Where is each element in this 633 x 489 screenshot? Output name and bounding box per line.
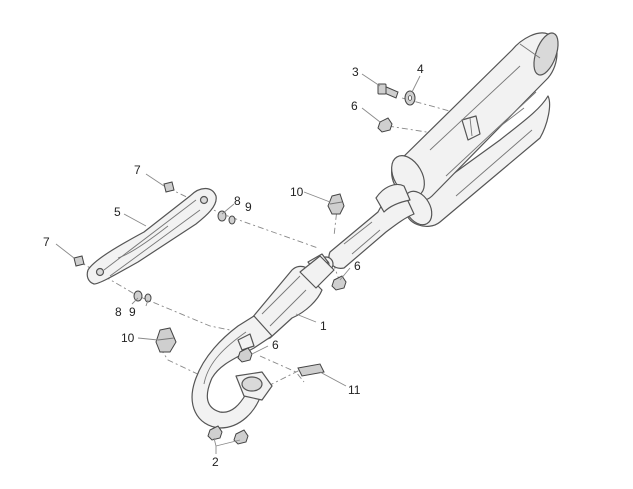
- callout-10-upper: 10: [290, 185, 304, 199]
- callout-10-lower: 10: [121, 331, 135, 345]
- callout-1: 1: [320, 319, 327, 333]
- leader-lines: [55, 73, 421, 454]
- gasket: [297, 363, 325, 377]
- rubber-mount-lower: [155, 327, 177, 353]
- heat-shield: [86, 187, 217, 285]
- callout-8-upper: 8: [234, 194, 241, 208]
- nut-middle: [331, 275, 347, 291]
- bolt: [377, 83, 399, 99]
- washer-4: [404, 90, 416, 106]
- callouts: 3 4 6 7 10 8 9 5 7 6 8 9 1 10 6 11 2: [43, 62, 424, 469]
- nut-lower: [237, 347, 253, 363]
- flange-nut-left: [207, 425, 223, 441]
- y-collector: [307, 183, 415, 272]
- silencer: [391, 32, 559, 227]
- callout-9-lower: 9: [129, 305, 136, 319]
- washer-8-lower: [133, 290, 143, 302]
- washer-9-lower: [144, 293, 152, 303]
- header-pipe: [191, 315, 273, 429]
- flange-nut-right: [233, 429, 249, 445]
- callout-9-upper: 9: [245, 200, 252, 214]
- callout-8-lower: 8: [115, 305, 122, 319]
- callout-4: 4: [417, 62, 424, 76]
- callout-7-upper: 7: [134, 163, 141, 177]
- screw-upper: [163, 181, 175, 193]
- washer-8-upper: [217, 210, 227, 222]
- washer-9-upper: [228, 215, 236, 225]
- callout-6-upper: 6: [351, 99, 358, 113]
- screw-lower: [73, 255, 85, 267]
- nut-upper: [377, 117, 393, 133]
- callout-6-middle: 6: [354, 259, 361, 273]
- rubber-mount-upper: [327, 193, 345, 215]
- callout-3: 3: [352, 65, 359, 79]
- catalytic-converter: [249, 255, 335, 340]
- callout-2: 2: [212, 455, 219, 469]
- callout-11: 11: [348, 383, 361, 397]
- callout-7-lower: 7: [43, 235, 50, 249]
- callout-6-lower: 6: [272, 338, 279, 352]
- callout-5: 5: [114, 205, 121, 219]
